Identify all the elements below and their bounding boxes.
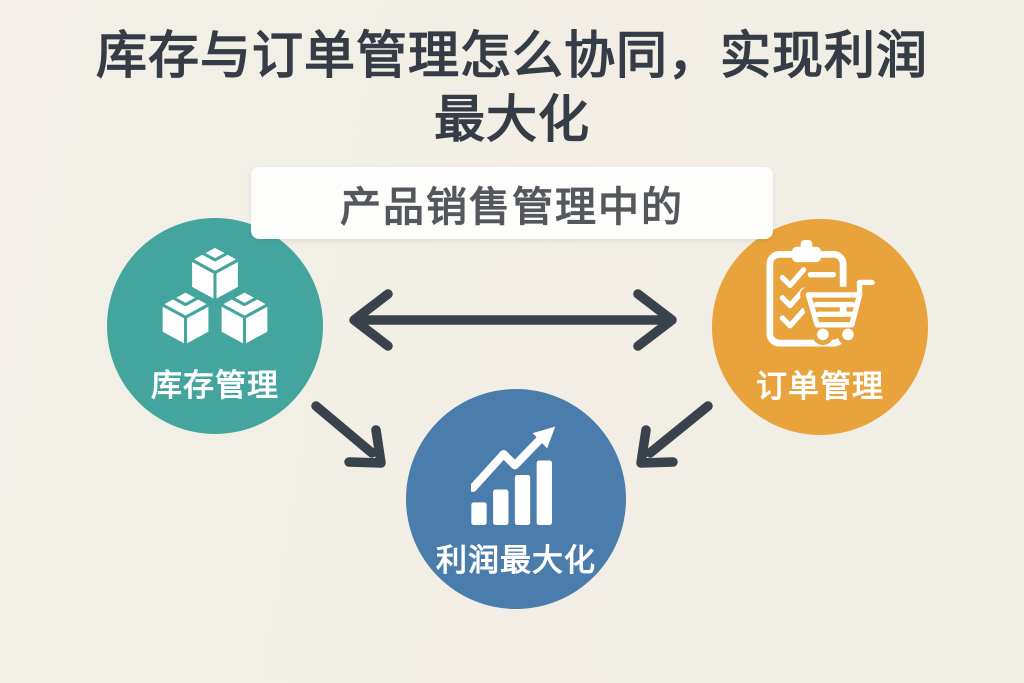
clipboard-checklist-cart-icon: [766, 239, 880, 347]
page-title-line-1: 库存与订单管理怎么协同，实现利润: [95, 27, 928, 84]
node-profit-maximization: 利润最大化: [406, 389, 626, 609]
double-arrow-inventory-order: [349, 289, 677, 351]
boxes-icon: [159, 244, 271, 348]
node-profit-label: 利润最大化: [436, 543, 596, 578]
page-title: 库存与订单管理怎么协同，实现利润 最大化: [0, 24, 1024, 152]
arrow-order-to-profit: [636, 401, 713, 468]
context-banner-label: 产品销售管理中的: [340, 184, 684, 230]
node-inventory-management: 库存管理: [107, 218, 323, 434]
growth-bar-chart-icon: [470, 426, 555, 525]
node-order-management: 订单管理: [712, 219, 928, 435]
arrow-inventory-to-profit: [311, 401, 386, 468]
context-banner: 产品销售管理中的: [251, 167, 773, 239]
page-title-line-2: 最大化: [433, 91, 590, 148]
node-inventory-label: 库存管理: [151, 368, 279, 403]
node-order-label: 订单管理: [756, 369, 884, 404]
